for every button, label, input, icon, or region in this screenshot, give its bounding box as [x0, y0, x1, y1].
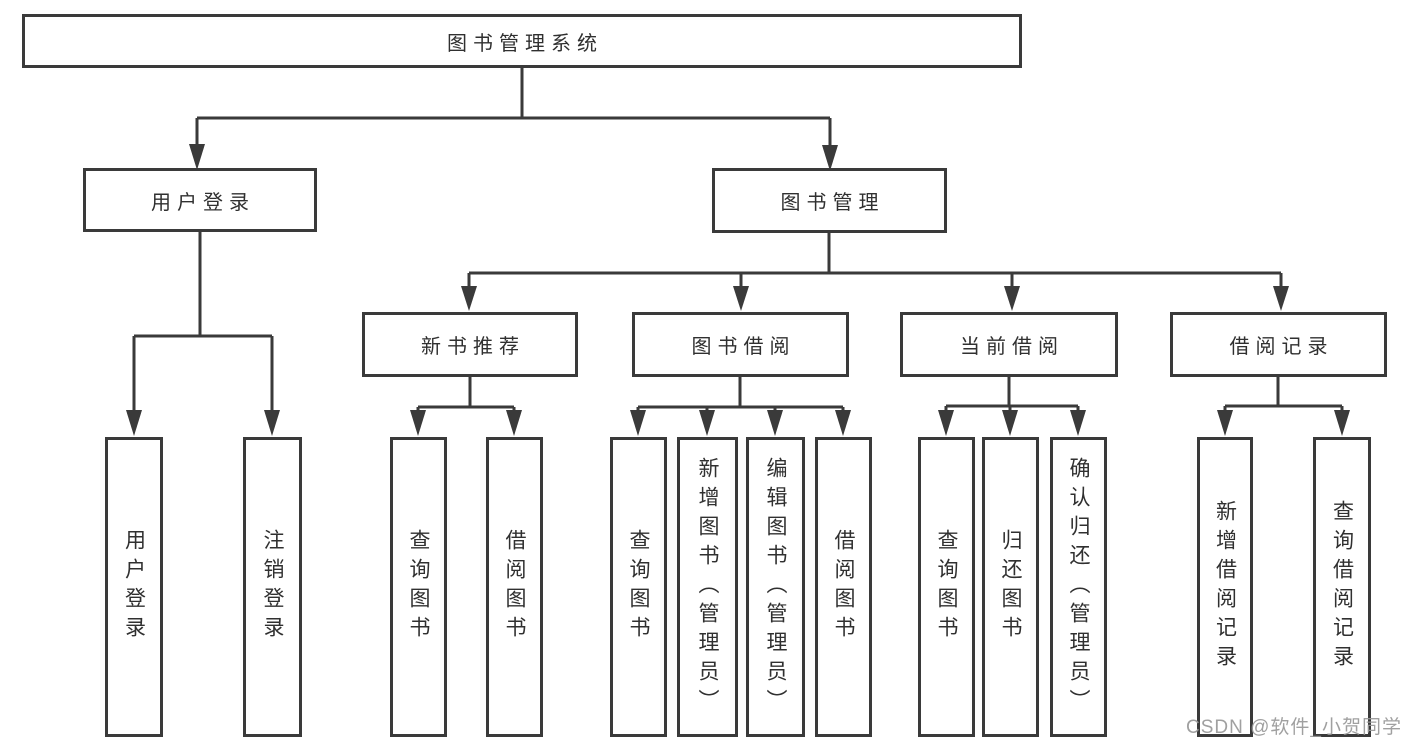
leaf-logout: 注销登录: [243, 437, 302, 737]
leaf-label: 新增图书（管理员）: [696, 456, 719, 718]
leaf-label: 借阅图书: [503, 529, 526, 645]
leaf-label: 查询图书: [935, 529, 958, 645]
connector-book-borrowing-children: [630, 377, 851, 436]
leaf-label: 查询图书: [627, 529, 650, 645]
leaf-label: 查询图书: [407, 529, 430, 645]
node-user-login: 用户登录: [83, 168, 317, 232]
leaf-borrowing-add-books-admin: 新增图书（管理员）: [677, 437, 738, 737]
leaf-newbook-query-books: 查询图书: [390, 437, 447, 737]
leaf-records-query-borrow-record: 查询借阅记录: [1313, 437, 1371, 737]
leaf-borrowing-borrow-books: 借阅图书: [815, 437, 872, 737]
leaf-user-login: 用户登录: [105, 437, 163, 737]
leaf-borrowing-query-books: 查询图书: [610, 437, 667, 737]
connector-book-management-to-level3: [461, 233, 1289, 311]
connector-new-book-children: [410, 377, 522, 436]
leaf-newbook-borrow-books: 借阅图书: [486, 437, 543, 737]
leaf-label: 注销登录: [261, 529, 284, 645]
node-book-management: 图书管理: [712, 168, 947, 233]
leaf-label: 查询借阅记录: [1330, 500, 1354, 674]
leaf-records-add-borrow-record: 新增借阅记录: [1197, 437, 1253, 737]
leaf-label: 编辑图书（管理员）: [764, 456, 787, 718]
leaf-current-return-books: 归还图书: [982, 437, 1039, 737]
connector-current-borrowing-children: [938, 377, 1086, 436]
leaf-label: 用户登录: [122, 529, 146, 645]
leaf-label: 借阅图书: [832, 529, 855, 645]
leaf-borrowing-edit-books-admin: 编辑图书（管理员）: [746, 437, 805, 737]
connector-root-to-level2: [189, 68, 838, 171]
node-current-borrowing: 当前借阅: [900, 312, 1118, 377]
leaf-label: 新增借阅记录: [1213, 500, 1237, 674]
node-book-borrowing: 图书借阅: [632, 312, 849, 377]
connector-user-login-children: [126, 232, 280, 436]
connector-borrowing-records-children: [1217, 377, 1350, 436]
node-new-book-recommendation: 新书推荐: [362, 312, 578, 377]
node-library-management-system: 图书管理系统: [22, 14, 1022, 68]
csdn-watermark: CSDN @软件_小贺同学: [1186, 717, 1402, 738]
leaf-current-confirm-return-admin: 确认归还（管理员）: [1050, 437, 1107, 737]
leaf-current-query-books: 查询图书: [918, 437, 975, 737]
node-borrowing-records: 借阅记录: [1170, 312, 1387, 377]
leaf-label: 确认归还（管理员）: [1067, 456, 1090, 718]
leaf-label: 归还图书: [999, 529, 1022, 645]
